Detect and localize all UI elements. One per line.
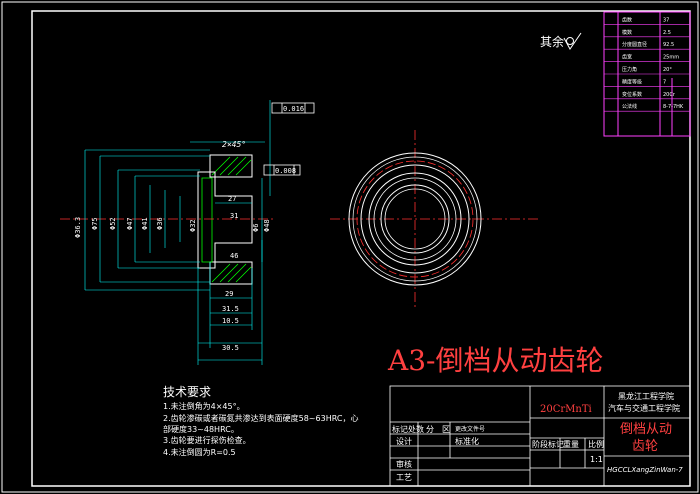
- side-view: [330, 130, 540, 310]
- param-name: 变位系数: [622, 91, 642, 98]
- dim-30-5: 30.5: [222, 344, 239, 352]
- standard-label: 标准化: [455, 436, 479, 446]
- dim-10-5: 10.5: [222, 317, 239, 325]
- tech-item-1: 1.未注倒角为4×45°。: [163, 401, 245, 411]
- material-label: 20CrMnTi: [540, 404, 592, 415]
- param-value: 8-7-7HK: [663, 104, 684, 110]
- ratio-label: 比例: [588, 439, 604, 449]
- row-label-1: 标记处数: [392, 424, 424, 434]
- chamfer-label: 2×45°: [222, 140, 246, 149]
- param-value: 25mm: [663, 55, 679, 61]
- school-line-2: 汽车与交通工程学院: [608, 403, 680, 413]
- title-block: [389, 385, 691, 487]
- gear-rim-top: [209, 154, 253, 178]
- param-name: 分度圆直径: [622, 41, 647, 48]
- row-label-2: 分: [426, 425, 434, 434]
- section-view: 0.016 0.008 2×45° Φ36.3 Φ75 Φ52 Φ47 Φ41 …: [60, 100, 315, 365]
- part-name-line-2: 齿轮: [632, 439, 658, 454]
- param-name: 齿宽: [622, 54, 632, 61]
- dim-d32: Φ32: [189, 219, 197, 232]
- param-value: 92.5: [663, 42, 674, 48]
- tech-item-3: 部硬度33~48HRC。: [163, 424, 239, 434]
- scale-value: 1:1: [590, 455, 603, 464]
- tech-heading: 技术要求: [163, 385, 211, 399]
- row-label-3: 区: [442, 425, 450, 434]
- dim-d36: Φ36: [156, 217, 164, 230]
- dim-46: 46: [230, 252, 238, 260]
- school-line-1: 黑龙江工程学院: [618, 391, 674, 401]
- param-value: 20Cr: [663, 92, 676, 98]
- dim-d6: Φ6: [252, 224, 260, 232]
- tech-item-2: 2.齿轮渗碳或者碳氮共渗达到表面硬度58~63HRC，心: [163, 413, 358, 423]
- param-name: 精度等级: [622, 78, 642, 85]
- design-label: 设计: [396, 436, 412, 446]
- gear-rim-bottom: [209, 261, 253, 285]
- dim-d48: Φ48: [263, 219, 271, 232]
- surface-note-label: 其余: [540, 34, 564, 49]
- parameter-table: 齿数 37 模数 2.5 分度圆直径 92.5 齿宽 25mm 压力角 20° 精度等级 7 变位系数 2…: [603, 11, 691, 137]
- drawing-number: HGCCLXangZinWan-7: [607, 466, 683, 474]
- dim-27: 27: [228, 195, 236, 203]
- weight-label: 重量: [563, 439, 579, 449]
- stage-label: 阶段标记: [532, 439, 564, 449]
- inner-frame: [31, 10, 691, 487]
- dim-d75: Φ75: [91, 217, 99, 230]
- param-name: 公法线: [622, 103, 637, 110]
- row-label-4: 更改文件号: [455, 425, 485, 433]
- param-value: 7: [663, 79, 666, 85]
- dim-29: 29: [225, 290, 233, 298]
- param-name: 压力角: [622, 66, 637, 73]
- dim-bore-left: Φ36.3: [74, 217, 82, 238]
- param-name: 齿数: [622, 16, 632, 23]
- review-label: 审核: [396, 459, 412, 469]
- hub-outline: [197, 171, 253, 269]
- process-label: 工艺: [396, 473, 412, 482]
- dim-d52: Φ52: [109, 217, 117, 230]
- tech-item-5: 4.未注倒圆为R=0.5: [163, 447, 236, 457]
- tech-item-4: 3.齿轮要进行探伤检查。: [163, 435, 251, 445]
- dim-d47: Φ47: [126, 217, 134, 230]
- part-name-line-1: 倒档从动: [620, 422, 672, 437]
- tolerance-mid: 0.008: [275, 167, 296, 175]
- dim-d41: Φ41: [141, 217, 149, 230]
- dim-31-5: 31.5: [222, 305, 239, 313]
- drawing-big-title: A3-倒档从动齿轮: [387, 344, 604, 377]
- param-name: 模数: [622, 29, 632, 36]
- param-value: 2.5: [663, 30, 671, 36]
- roughness-symbol-icon: [566, 37, 574, 45]
- param-value: 20°: [663, 67, 672, 73]
- surface-roughness-note: 其余: [540, 32, 582, 50]
- tolerance-top: 0.016: [283, 105, 304, 113]
- param-value: 37: [663, 17, 669, 23]
- dim-31: 31: [230, 212, 238, 220]
- tech-requirements: 技术要求 1.未注倒角为4×45°。 2.齿轮渗碳或者碳氮共渗达到表面硬度58~…: [163, 385, 358, 457]
